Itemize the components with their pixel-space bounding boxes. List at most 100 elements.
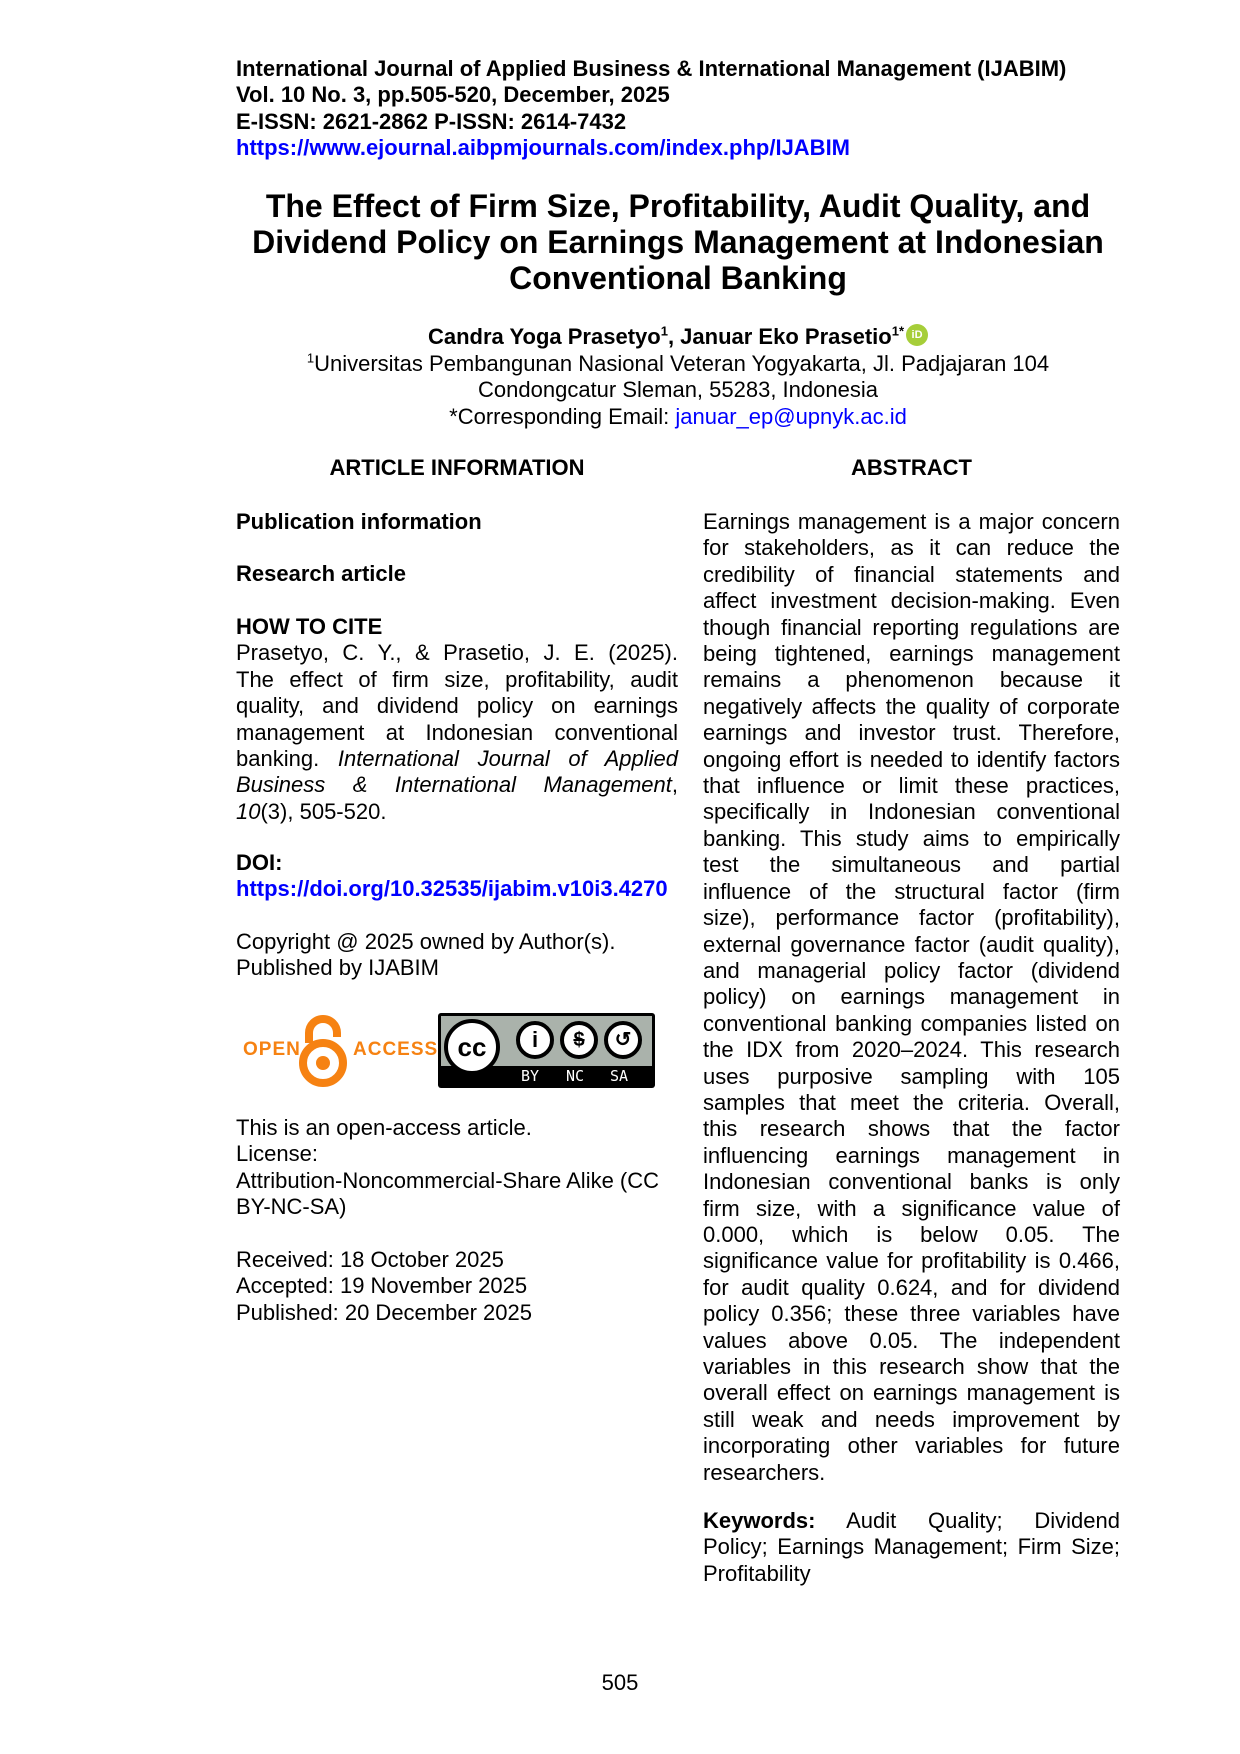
copyright-text: Copyright @ 2025 owned by Author(s). bbox=[236, 929, 616, 954]
author-2-affil: 1* bbox=[891, 323, 905, 339]
cc-by-nc-sa-badge[interactable]: cc i $ ↺ BY NC SA bbox=[438, 1013, 655, 1088]
abstract-line: though financial reporting regulations a… bbox=[703, 614, 1120, 640]
abstract-line: remains a phenomenon because it bbox=[703, 667, 1120, 693]
license-text: Attribution-Noncommercial-Share Alike (C… bbox=[236, 1167, 660, 1193]
abstract-line: and managerial policy factor (dividend bbox=[703, 957, 1120, 983]
dates: Received: 18 October 2025 Accepted: 19 N… bbox=[236, 1247, 678, 1326]
corresponding-email-link[interactable]: januar_ep@upnyk.ac.id bbox=[675, 403, 907, 429]
how-to-cite: HOW TO CITE Prasetyo, C. Y., & Prasetio,… bbox=[236, 614, 678, 825]
doi-block: DOI: https://doi.org/10.32535/ijabim.v10… bbox=[236, 850, 678, 903]
abstract-line: variables in this research show that the bbox=[703, 1354, 1120, 1379]
accepted-date: Accepted: 19 November 2025 bbox=[236, 1273, 528, 1299]
article-type: Research article bbox=[236, 561, 406, 586]
abstract-line: the IDX from 2020–2024. This research bbox=[703, 1037, 1120, 1063]
cite-journal: Business & International Management bbox=[236, 772, 672, 798]
journal-volume: Vol. 10 No. 3, pp.505-520, December, 202… bbox=[236, 82, 670, 108]
doi-label: DOI: bbox=[236, 850, 283, 875]
paper-title: The Effect of Firm Size, Profitability, … bbox=[236, 188, 1120, 296]
abstract-line: external governance factor (audit qualit… bbox=[703, 931, 1120, 957]
journal-name: International Journal of Applied Busines… bbox=[236, 56, 1067, 81]
received-date: Received: 18 October 2025 bbox=[236, 1247, 504, 1272]
open-text: OPEN bbox=[243, 1039, 301, 1060]
abstract-heading: ABSTRACT bbox=[851, 455, 972, 480]
abstract-line: overall effect on earnings management is bbox=[703, 1380, 1120, 1406]
cite-line: quality, and dividend policy on earnings bbox=[236, 693, 678, 719]
publisher-text: Published by IJABIM bbox=[236, 955, 439, 981]
abstract-line: 0.000, which is below 0.05. The bbox=[703, 1221, 1120, 1247]
cc-icon: cc bbox=[444, 1019, 500, 1075]
cite-heading: HOW TO CITE bbox=[236, 614, 383, 639]
cite-journal: International Journal of Applied bbox=[337, 746, 678, 772]
orcid-icon[interactable]: iD bbox=[906, 324, 929, 346]
cite-volume: 10 bbox=[236, 798, 261, 824]
journal-issn: E-ISSN: 2621-2862 P-ISSN: 2614-7432 bbox=[236, 108, 627, 134]
abstract-line: samples that meet the criteria. Overall, bbox=[703, 1089, 1120, 1115]
abstract-line: earnings and investor trust. Therefore, bbox=[703, 720, 1120, 746]
license-text: BY-NC-SA) bbox=[236, 1194, 347, 1220]
sharealike-icon: ↺ bbox=[604, 1021, 642, 1059]
keywords: Keywords: Audit Quality; Dividend Policy… bbox=[703, 1508, 1120, 1587]
authors: Candra Yoga Prasetyo1, Januar Eko Praset… bbox=[236, 324, 1120, 350]
cite-line: Business & International Management, bbox=[236, 772, 678, 798]
cite-text: , bbox=[671, 772, 678, 798]
published-date: Published: 20 December 2025 bbox=[236, 1299, 532, 1325]
author-separator: , bbox=[667, 324, 681, 349]
abstract-line: Earnings management is a major concern bbox=[703, 509, 1120, 534]
open-access-logo: OPEN ACCESS bbox=[241, 1013, 437, 1093]
abstract-line: for audit quality 0.624, and for dividen… bbox=[703, 1274, 1120, 1300]
abstract-line: researchers. bbox=[703, 1459, 826, 1485]
abstract-line: that influence or limit these practices, bbox=[703, 773, 1120, 799]
abstract-line: policy) on earnings management in bbox=[703, 984, 1120, 1010]
author-1: Candra Yoga Prasetyo bbox=[427, 324, 661, 349]
abstract-line: policy 0.356; these three variables have bbox=[703, 1301, 1120, 1327]
attribution-icon: i bbox=[516, 1021, 554, 1059]
abstract-line: being tightened, earnings management bbox=[703, 641, 1120, 667]
cite-line: banking. International Journal of Applie… bbox=[236, 746, 678, 772]
access-text: ACCESS bbox=[353, 1039, 439, 1060]
abstract-line: Indonesian conventional banks is only bbox=[703, 1169, 1120, 1195]
keywords-text: Audit Quality; Dividend bbox=[815, 1508, 1120, 1533]
cite-line: Prasetyo, C. Y., & Prasetio, J. E. (2025… bbox=[236, 640, 678, 666]
abstract-line: incorporating other variables for future bbox=[703, 1433, 1120, 1459]
abstract-line: for stakeholders, as it can reduce the bbox=[703, 535, 1120, 561]
journal-header: International Journal of Applied Busines… bbox=[236, 56, 1066, 162]
abstract-line: ongoing effort is needed to identify fac… bbox=[703, 746, 1120, 772]
keywords-line: Profitability bbox=[703, 1560, 811, 1586]
abstract-line: test the simultaneous and partial bbox=[703, 852, 1120, 878]
abstract-line: this research shows that the factor bbox=[703, 1116, 1120, 1142]
email-label: *Corresponding Email: bbox=[449, 403, 676, 429]
license-label: License: bbox=[236, 1141, 318, 1167]
cite-text: banking. bbox=[236, 746, 338, 772]
affiliation-line: Universitas Pembangunan Nasional Veteran… bbox=[314, 351, 1050, 376]
abstract-line: firm size, with a significance value of bbox=[703, 1195, 1120, 1221]
abstract-line: specifically in Indonesian conventional bbox=[703, 799, 1120, 825]
by-label: BY bbox=[521, 1067, 540, 1085]
abstract-line: banking. This study aims to empirically bbox=[703, 825, 1120, 851]
noncommercial-icon: $ bbox=[560, 1021, 598, 1059]
doi-link[interactable]: https://doi.org/10.32535/ijabim.v10i3.42… bbox=[236, 876, 668, 902]
open-access-text: This is an open-access article. bbox=[236, 1115, 532, 1140]
abstract-line: still weak and needs improvement by bbox=[703, 1406, 1120, 1432]
copyright: Copyright @ 2025 owned by Author(s). Pub… bbox=[236, 929, 678, 982]
abstract-line: credibility of financial statements and bbox=[703, 561, 1120, 587]
keywords-line: Keywords: Audit Quality; Dividend bbox=[703, 1508, 1120, 1534]
nc-label: NC bbox=[566, 1067, 585, 1085]
cite-text: (3), 505-520. bbox=[260, 798, 387, 824]
cite-line: The effect of firm size, profitability, … bbox=[236, 666, 678, 692]
title-line: Conventional Banking bbox=[509, 260, 847, 296]
cite-line: management at Indonesian conventional bbox=[236, 719, 678, 745]
abstract-line: negatively affects the quality of corpor… bbox=[703, 693, 1120, 719]
abstract-line: conventional banking companies listed on bbox=[703, 1010, 1120, 1036]
publication-info-label: Publication information bbox=[236, 509, 482, 534]
abstract-line: influencing earnings management in bbox=[703, 1142, 1120, 1168]
cite-line: 10(3), 505-520. bbox=[236, 799, 678, 825]
title-line: Dividend Policy on Earnings Management a… bbox=[252, 224, 1104, 260]
affil-sup: 1 bbox=[306, 350, 315, 366]
affiliation-line: Condongcatur Sleman, 55283, Indonesia bbox=[478, 377, 878, 403]
abstract-line: significance value for profitability is … bbox=[703, 1248, 1120, 1274]
journal-url-link[interactable]: https://www.ejournal.aibpmjournals.com/i… bbox=[236, 135, 851, 161]
abstract-line: influence of the structural factor (firm bbox=[703, 878, 1120, 904]
title-line: The Effect of Firm Size, Profitability, … bbox=[265, 188, 1091, 224]
